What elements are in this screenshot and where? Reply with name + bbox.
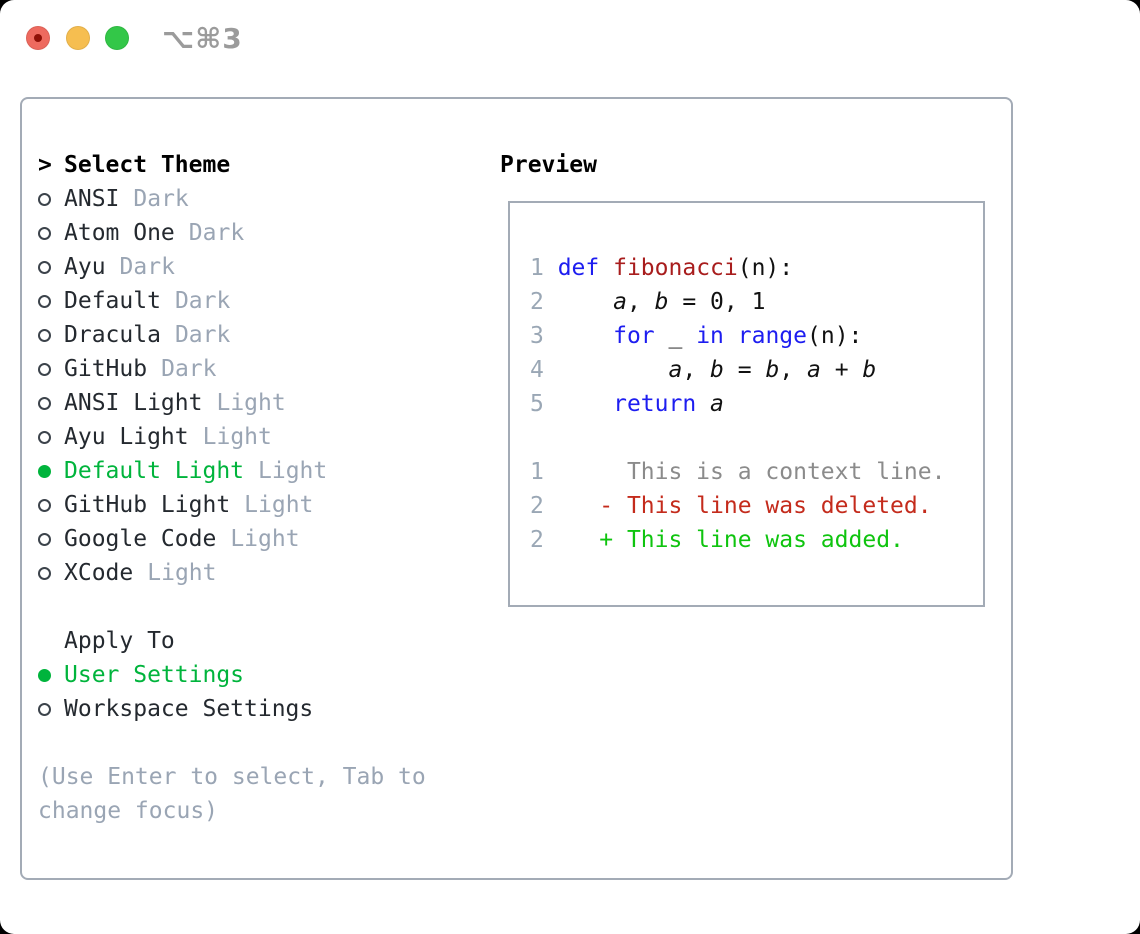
option-label: Default [64,288,161,314]
option-label: User Settings [64,662,245,688]
preview-title: Preview [500,152,597,178]
option-variant-label: Light [230,526,300,552]
option-variant-label: Dark [188,220,245,246]
code-preview: 1 def fibonacci(n): 2 a, b = 0, 1 3 for _ … [510,203,983,557]
option-label: Dracula [64,322,161,348]
prompt-icon: > [38,152,52,178]
option-variant-label: Dark [119,254,175,280]
radio-icon [38,498,64,512]
option-label: GitHub Light [64,492,231,518]
option-label: Google Code [64,526,217,552]
radio-icon [38,226,64,240]
radio-icon [38,464,64,478]
radio-icon [38,294,64,308]
radio-icon [38,362,64,376]
theme-panel: > Select Theme ANSI Dark Atom One Dark A… [38,148,488,828]
code-line: 1 This is a context line. [530,459,946,485]
spacer [38,726,488,760]
theme-option-github[interactable]: GitHub Dark [38,352,488,386]
theme-option-ansi-light[interactable]: ANSI Light Light [38,386,488,420]
option-variant-label: Dark [174,288,231,314]
option-label: XCode [64,560,134,586]
option-variant-label: Dark [133,186,189,212]
radio-icon [38,702,64,716]
option-variant-label: Light [244,492,314,518]
option-variant-label: Light [202,424,272,450]
code-line [530,421,983,455]
select-theme-header: > Select Theme [38,148,488,182]
theme-option-google-code[interactable]: Google Code Light [38,522,488,556]
window-shortcut-label: ⌥⌘3 [162,22,243,55]
option-label: Atom One [64,220,175,246]
theme-option-default-light[interactable]: Default Light Light [38,454,488,488]
close-button[interactable] [26,26,50,50]
code-line: 3 for _ in range(n): [530,323,863,349]
radio-icon [38,566,64,580]
apply-to-title: Apply To [64,628,175,654]
theme-option-atom-one[interactable]: Atom One Dark [38,216,488,250]
code-line: 2 - This line was deleted. [530,493,932,519]
theme-option-dracula[interactable]: Dracula Dark [38,318,488,352]
spacer [38,590,488,624]
option-variant-label: Dark [174,322,231,348]
option-variant-label: Light [258,458,328,484]
option-label: Workspace Settings [64,696,314,722]
option-label: Ayu [64,254,106,280]
option-variant-label: Light [216,390,286,416]
radio-icon [38,396,64,410]
code-line: 5 return a [530,391,724,417]
option-label: ANSI [64,186,120,212]
radio-icon [38,532,64,546]
preview-box: 1 def fibonacci(n): 2 a, b = 0, 1 3 for _ … [508,201,985,607]
unsaved-dot-icon [34,34,42,42]
option-variant-label: Dark [161,356,217,382]
titlebar: ⌥⌘3 [0,0,1140,76]
apply-to-list: User Settings Workspace Settings [38,658,488,726]
code-line: 2 a, b = 0, 1 [530,289,766,315]
zoom-button[interactable] [105,26,129,50]
radio-icon [38,192,64,206]
apply-to-header: Apply To [38,624,488,658]
select-theme-title: Select Theme [64,152,231,178]
apply-option-user-settings[interactable]: User Settings [38,658,488,692]
radio-icon [38,430,64,444]
radio-icon [38,328,64,342]
radio-icon [38,668,64,682]
option-label: Default Light [64,458,245,484]
code-line: 1 def fibonacci(n): [530,255,794,281]
theme-option-ayu-light[interactable]: Ayu Light Light [38,420,488,454]
theme-option-ansi[interactable]: ANSI Dark [38,182,488,216]
theme-option-default[interactable]: Default Dark [38,284,488,318]
help-text: (Use Enter to select, Tab to change focu… [38,764,426,824]
theme-list: ANSI Dark Atom One Dark Ayu Dark Default… [38,182,488,590]
apply-option-workspace-settings[interactable]: Workspace Settings [38,692,488,726]
radio-icon [38,260,64,274]
option-variant-label: Light [147,560,217,586]
code-line: 4 a, b = b, a + b [530,357,877,383]
option-label: GitHub [64,356,148,382]
content-frame: > Select Theme ANSI Dark Atom One Dark A… [20,97,1013,880]
option-label: Ayu Light [64,424,189,450]
theme-option-xcode[interactable]: XCode Light [38,556,488,590]
theme-option-github-light[interactable]: GitHub Light Light [38,488,488,522]
code-line: 2 + This line was added. [530,527,904,553]
option-label: ANSI Light [64,390,203,416]
theme-option-ayu[interactable]: Ayu Dark [38,250,488,284]
minimize-button[interactable] [66,26,90,50]
